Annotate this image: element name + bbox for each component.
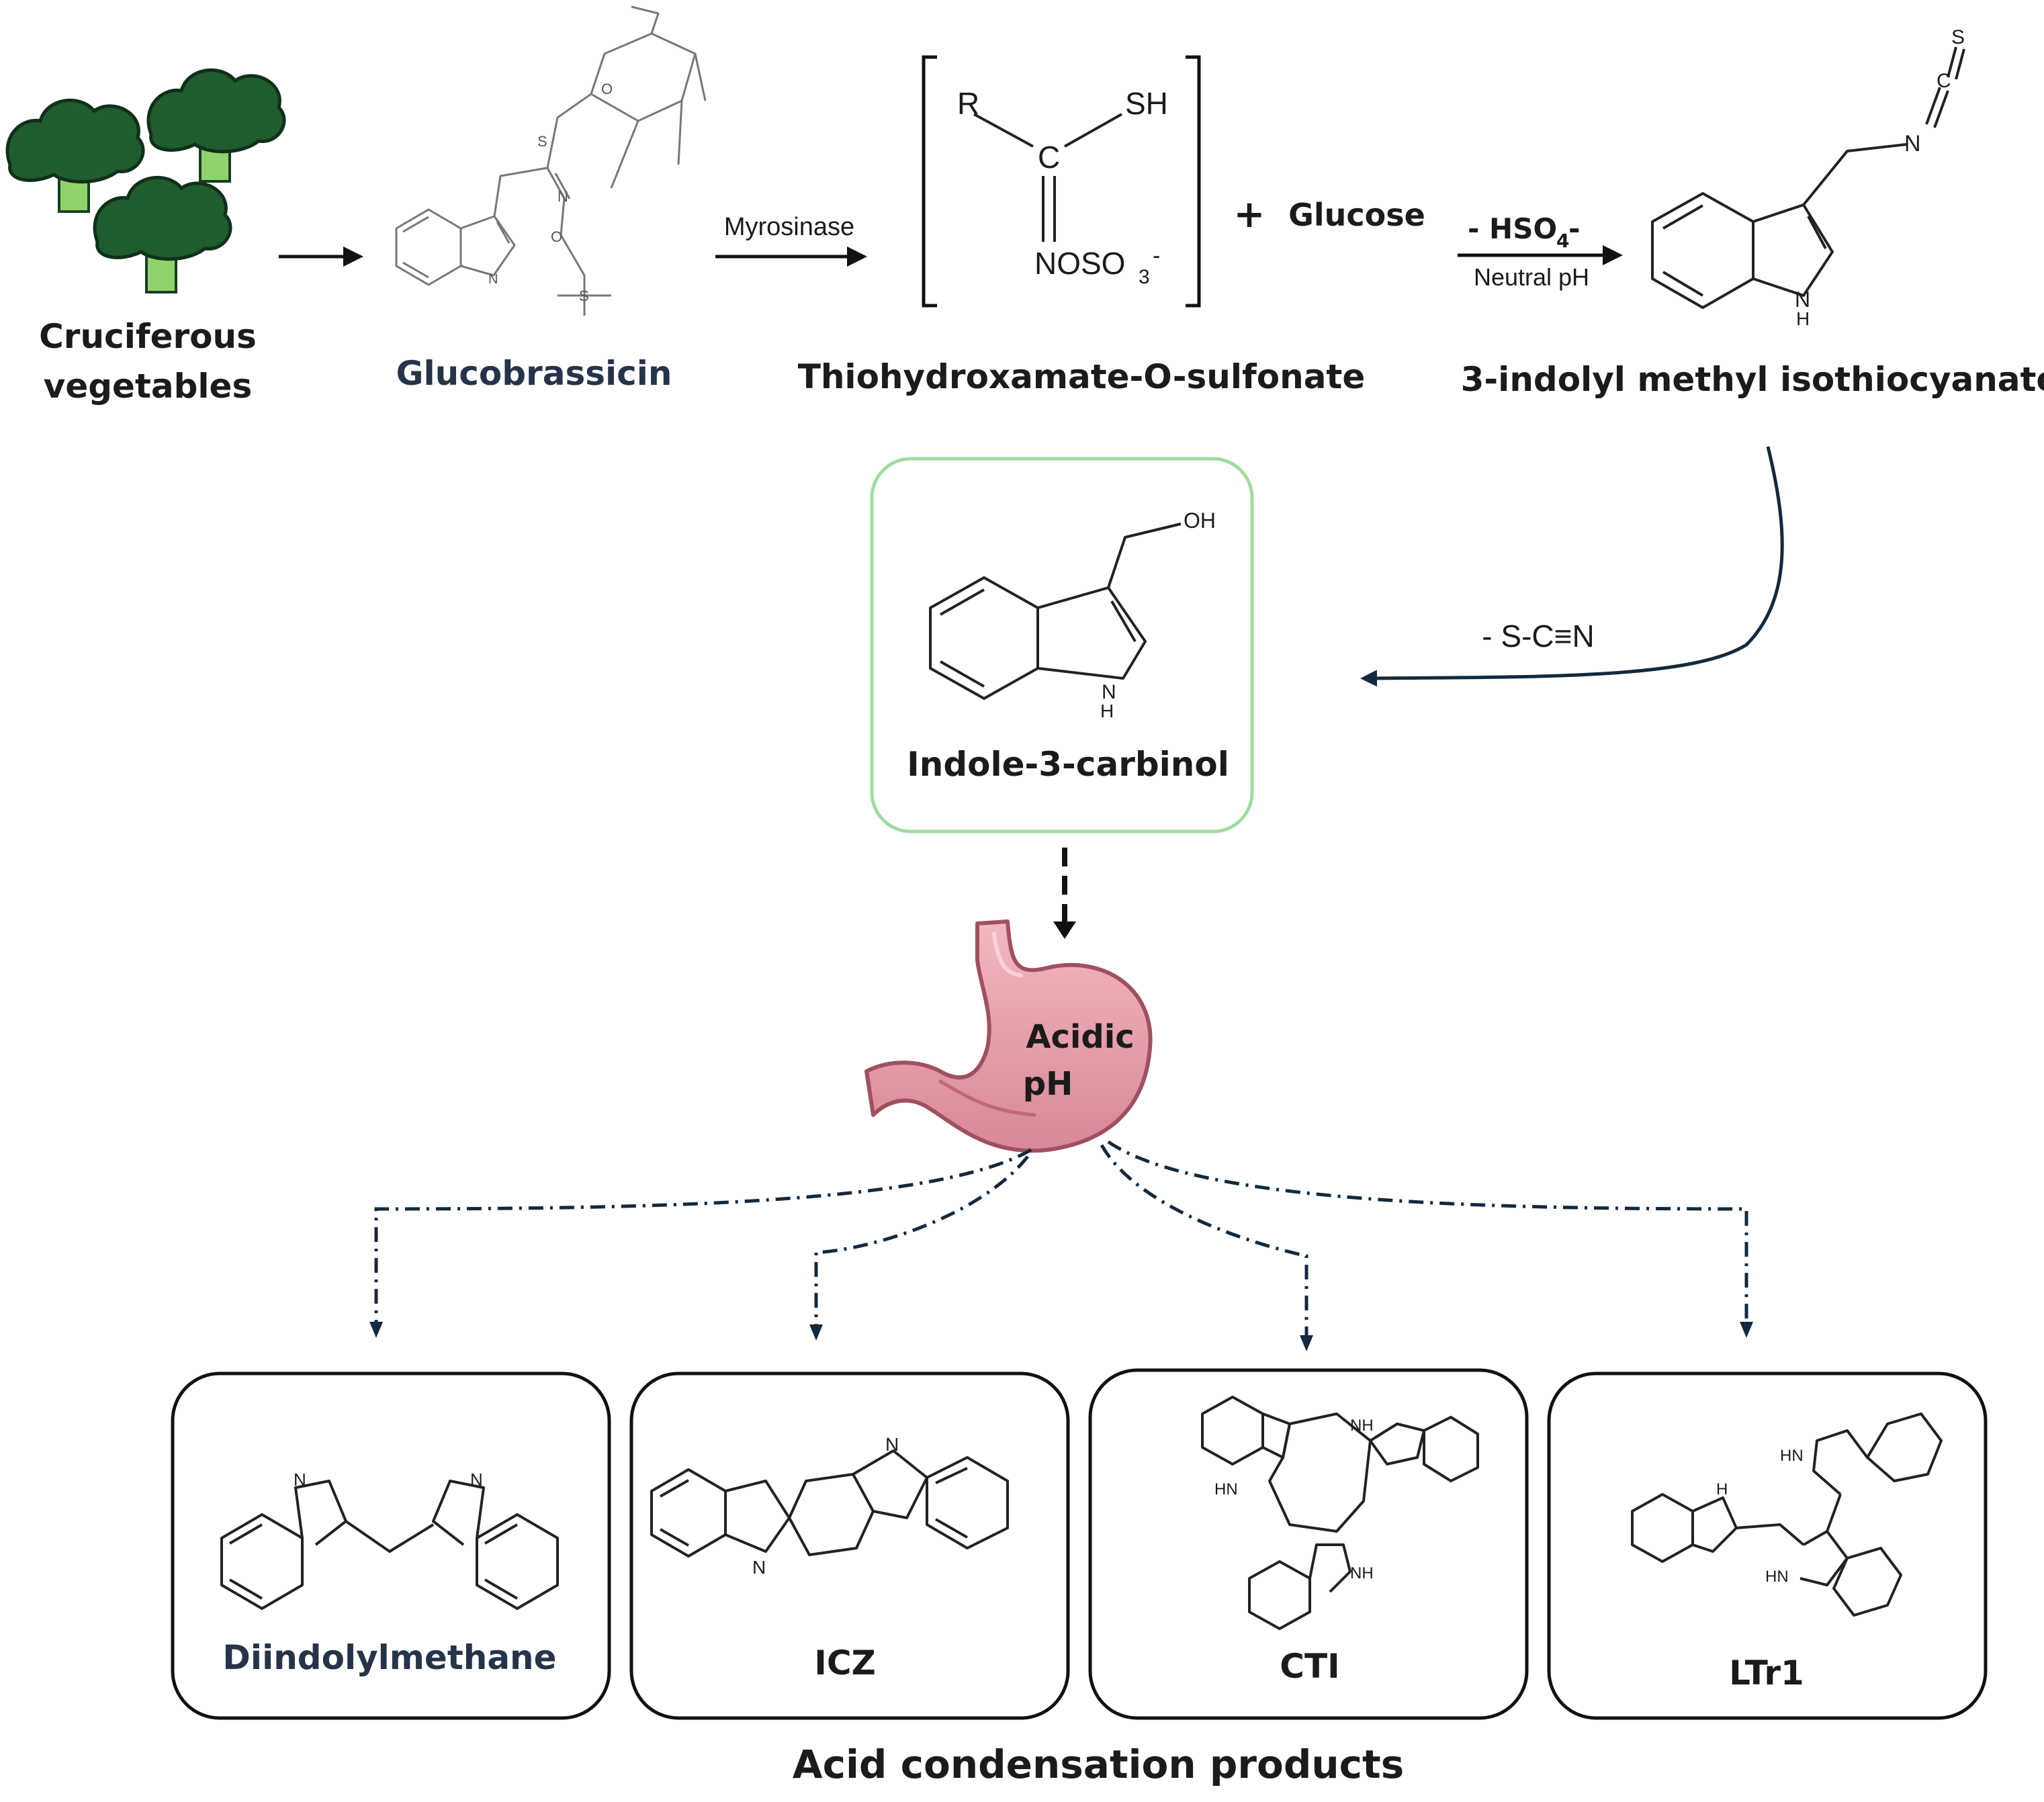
isothiocyanate-label: 3-indolyl methyl isothiocyanate [1461,360,2044,399]
arrow-to-cti [1100,1144,1308,1337]
product-box-ltr1 [1547,1371,1988,1720]
gb-atom-o: O [551,228,562,245]
isothiocyanate-structure [1651,46,1965,309]
icz-structure [650,1449,1009,1558]
int-atom-sh: SH [1125,86,1168,121]
hso4-prefix: - HSO [1468,212,1557,245]
arrow-to-carbinol [1360,446,1784,687]
stomach-label-line2: pH [1023,1065,1073,1103]
cruciferous-label-line2: vegetables [44,367,252,406]
product-label-icz: ICZ [814,1643,876,1682]
int-atom-c: C [1038,140,1060,175]
cti-structure [1201,1396,1479,1630]
dim-atom-n1: N [294,1470,306,1490]
carbinol-label: Indole-3-carbinol [907,745,1229,784]
product-label-diindolylmethane: Diindolylmethane [222,1638,556,1677]
carbinol-structure [929,523,1182,700]
arrow-to-icz [814,1155,1029,1326]
scn-loss-label: - S-C≡N [1482,619,1594,654]
carbinol-box [870,457,1254,834]
gb-atom-n-indole: N [488,272,498,287]
cti-atom-nh1: NH [1350,1416,1374,1435]
cti-atom-nh2: NH [1350,1564,1374,1582]
product-box-icz [629,1371,1070,1720]
int-sub3: 3 [1139,266,1150,288]
int-charge: - [1153,243,1160,269]
arrowhead-icz [809,1324,823,1341]
itc-atom-h: H [1796,308,1810,329]
stomach-label-line1: Acidic [1026,1018,1134,1056]
thiohydroxamate-label: Thiohydroxamate-O-sulfonate [798,357,1366,396]
arrowhead-dim [369,1322,383,1338]
glucobrassicin-structure [395,5,707,316]
ltr1-atom-hn2: HN [1765,1568,1789,1586]
thiohydroxamate-structure [922,55,1201,308]
product-label-ltr1: LTr1 [1729,1654,1804,1693]
hso4-suffix: - [1568,212,1580,245]
plus-sign: + [1234,193,1265,236]
icz-atom-n2: N [885,1434,899,1455]
arrowhead-cti [1300,1335,1313,1351]
cti-atom-hn: HN [1214,1480,1238,1498]
glucose-label: Glucose [1288,197,1425,233]
gb-atom-o-ring: O [601,81,613,97]
neutral-ph-label: Neutral pH [1474,263,1589,291]
itc-atom-n: N [1904,131,1921,156]
cruciferous-label-line1: Cruciferous [39,317,257,356]
int-nosulfate: NOSO [1034,246,1125,281]
product-label-cti: CTI [1280,1647,1339,1686]
itc-atom-n-indole: N [1795,287,1810,312]
arrow-to-ltr1 [1107,1140,1748,1323]
ltr1-structure [1631,1412,1943,1617]
ltr1-atom-hn1: HN [1780,1447,1804,1465]
arrow-to-stomach-head [1053,921,1076,939]
dim-atom-n2: N [470,1470,483,1490]
products-caption: Acid condensation products [793,1742,1405,1787]
glucobrassicin-label: Glucobrassicin [396,354,672,393]
itc-atom-s: S [1951,26,1965,48]
arrowhead-ltr1 [1740,1322,1753,1338]
gb-atom-n: N [558,188,568,205]
myrosinase-label: Myrosinase [724,213,854,241]
broccoli-icon [5,69,286,294]
gb-atom-s-sulfate: S [579,287,589,304]
ltr1-atom-h1: H [1716,1480,1728,1498]
carbinol-n: N [1102,681,1116,703]
carbinol-oh: OH [1184,508,1216,533]
int-atom-r: R [957,86,979,121]
hso4-sub: 4 [1556,230,1569,252]
itc-atom-c: C [1937,70,1951,92]
diindolylmethane-structure [220,1480,559,1610]
carbinol-h: H [1100,701,1114,721]
icz-atom-n1: N [752,1557,766,1578]
gb-atom-s: S [537,133,547,150]
product-box-diindolylmethane [171,1371,611,1720]
arrow-to-diindolylmethane [374,1148,1032,1323]
stomach-icon [864,919,1153,1153]
